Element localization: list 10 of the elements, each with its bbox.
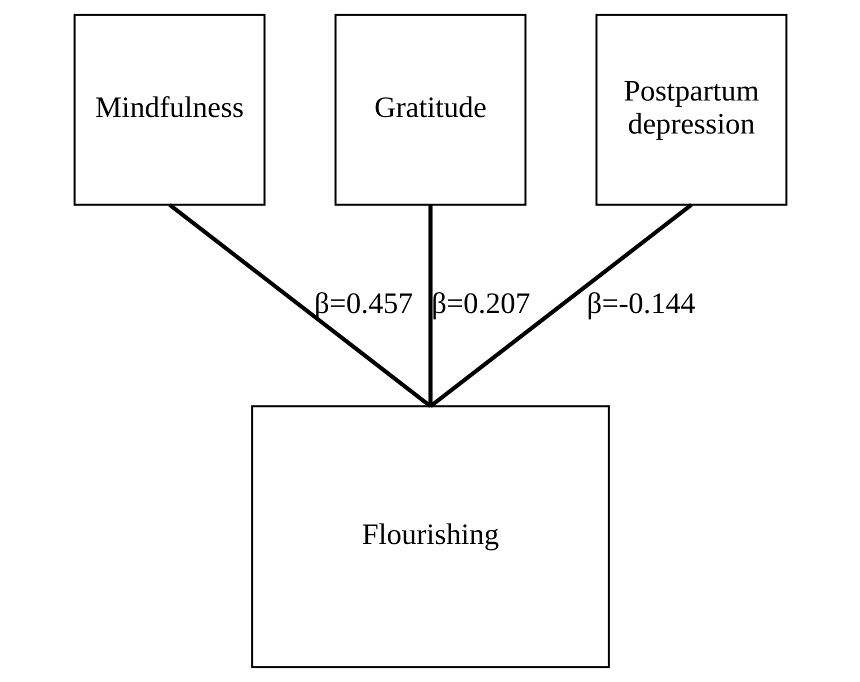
node-box: Gratitude xyxy=(334,14,526,206)
connector xyxy=(428,203,692,408)
edge-label: β=-0.144 xyxy=(586,288,695,320)
connector xyxy=(168,203,432,408)
edge-label: β=0.457 xyxy=(314,288,412,320)
node-box: Mindfulness xyxy=(73,14,266,206)
node-box: Postpartum depression xyxy=(594,14,787,206)
edge-label: β=0.207 xyxy=(430,288,530,320)
connector xyxy=(428,204,432,406)
node-box: Flourishing xyxy=(250,405,610,668)
